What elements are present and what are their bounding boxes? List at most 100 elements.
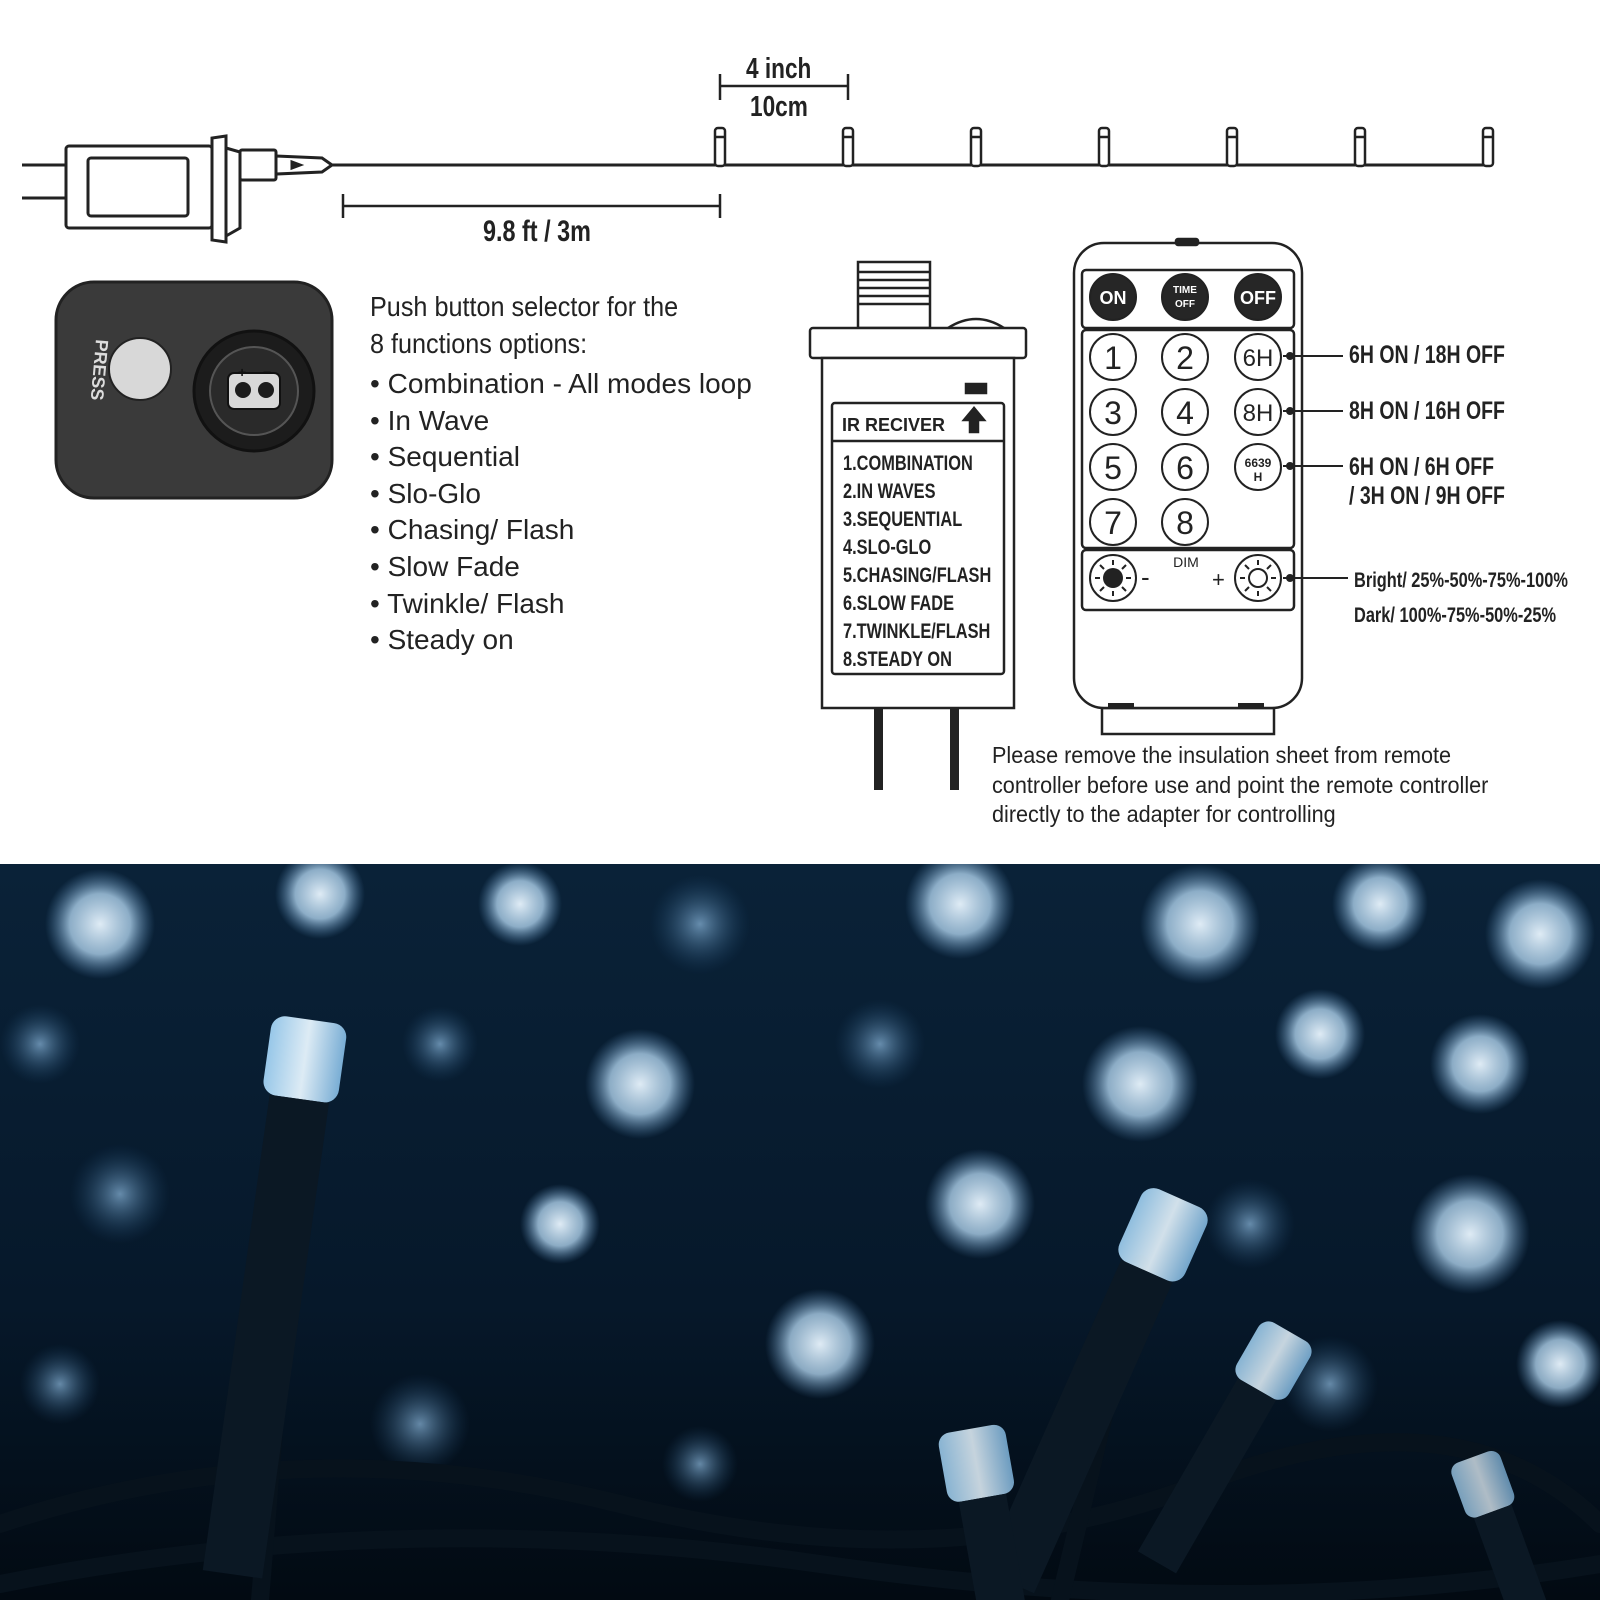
receiver-mode: 7.TWINKLE/FLASH (843, 619, 990, 642)
svg-text:H: H (1254, 470, 1263, 484)
dim-label: DIM (1173, 554, 1199, 570)
time-off-button[interactable]: TIME OFF (1161, 273, 1209, 321)
led-bulb (202, 1016, 347, 1579)
svg-text:3: 3 (1104, 395, 1122, 431)
svg-text:8: 8 (1176, 505, 1194, 541)
bulb (1225, 126, 1239, 168)
receiver-mode: 5.CHASING/FLASH (843, 563, 991, 586)
svg-text:TIME: TIME (1173, 285, 1197, 296)
spacing-cm-label: 10cm (750, 89, 808, 122)
mode-button-1[interactable]: 1 (1089, 333, 1137, 381)
bulb (841, 126, 855, 168)
callout-8h: 8H ON / 16H OFF (1349, 397, 1505, 425)
plug-prongs (22, 163, 66, 200)
svg-text:5: 5 (1104, 450, 1122, 486)
battery-icon (227, 372, 281, 410)
svg-text:7: 7 (1104, 505, 1122, 541)
mode-button-3[interactable]: 3 (1089, 388, 1137, 436)
function-option: Slow Fade (370, 549, 752, 586)
lights-photo (0, 864, 1600, 1600)
lead-length-dimension (341, 194, 722, 218)
bulb (1097, 126, 1111, 168)
function-options-list: Combination - All modes loop In Wave Seq… (370, 366, 752, 659)
selector-intro-line1: Push button selector for the (370, 291, 679, 322)
off-button[interactable]: OFF (1234, 273, 1282, 321)
svg-text:+: + (238, 364, 246, 380)
svg-text:ON: ON (1100, 288, 1127, 308)
mode-button-7[interactable]: 7 (1089, 498, 1137, 546)
push-button-panel: + − PRESS (54, 280, 334, 500)
receiver-mode: 1.COMBINATION (843, 451, 973, 474)
mode-button-5[interactable]: 5 (1089, 443, 1137, 491)
wiring-diagram: 4 inch 10cm 9.8 ft / 3m + − PRESS (0, 0, 1600, 864)
receiver-mode: 4.SLO-GLO (843, 535, 931, 558)
receiver-mode: 2.IN WAVES (843, 479, 936, 502)
callout-cycle-line1: 6H ON / 6H OFF (1349, 453, 1494, 481)
spacing-dimension (718, 74, 850, 100)
number-buttons: 1 2 3 4 5 6 7 8 (1089, 333, 1209, 546)
mode-button-2[interactable]: 2 (1161, 333, 1209, 381)
svg-text:1: 1 (1104, 340, 1122, 376)
insulation-note: Please remove the insulation sheet from … (992, 742, 1489, 827)
led-bulb (938, 1424, 1027, 1600)
bulbs (713, 126, 1495, 168)
function-option: Combination - All modes loop (370, 366, 752, 403)
svg-text:OFF: OFF (1240, 288, 1276, 308)
bokeh-lights (0, 864, 1600, 1502)
bulb (969, 126, 983, 168)
press-button[interactable] (108, 337, 172, 401)
timer-cycle-button[interactable]: 6639 H (1234, 443, 1282, 491)
function-option: In Wave (370, 403, 752, 440)
callout-6h: 6H ON / 18H OFF (1349, 341, 1505, 369)
mode-button-4[interactable]: 4 (1161, 388, 1209, 436)
timer-buttons: 6H 8H 6639 H (1234, 333, 1282, 491)
callout-dark: Dark/ 100%-75%-50%-25% (1354, 603, 1556, 626)
diagram-drawing: 4 inch 10cm 9.8 ft / 3m + − PRESS (22, 51, 1568, 790)
mode-button-8[interactable]: 8 (1161, 498, 1209, 546)
bulb (713, 126, 727, 168)
function-option: Sequential (370, 439, 752, 476)
function-option: Chasing/ Flash (370, 512, 752, 549)
receiver-title: IR RECIVER (842, 415, 945, 435)
mode-button-6[interactable]: 6 (1161, 443, 1209, 491)
timer-8h-button[interactable]: 8H (1234, 388, 1282, 436)
receiver-mode-list: 1.COMBINATION 2.IN WAVES 3.SEQUENTIAL 4.… (843, 451, 991, 670)
adapter-plug (64, 134, 335, 244)
sun-bright-icon (1248, 568, 1268, 588)
dim-minus: - (1141, 562, 1150, 592)
callout-bright: Bright/ 25%-50%-75%-100% (1354, 568, 1568, 591)
svg-text:8H: 8H (1243, 400, 1274, 427)
led-bulb (982, 1188, 1208, 1594)
receiver-mode: 8.STEADY ON (843, 647, 952, 670)
selector-intro-line2: 8 functions options: (370, 328, 588, 359)
bulb (1353, 126, 1367, 168)
svg-text:2: 2 (1176, 340, 1194, 376)
svg-text:6639: 6639 (1245, 456, 1272, 470)
function-option: Twinkle/ Flash (370, 586, 752, 623)
callout-lines (1283, 352, 1348, 582)
bulb (1481, 126, 1495, 168)
lights-photo-art (0, 864, 1600, 1600)
timer-6h-button[interactable]: 6H (1234, 333, 1282, 381)
svg-text:−: − (263, 364, 271, 380)
svg-text:6: 6 (1176, 450, 1194, 486)
dim-up-button[interactable] (1234, 554, 1282, 602)
svg-text:OFF: OFF (1175, 299, 1195, 310)
led-bulb (1137, 1321, 1312, 1574)
dim-down-button[interactable] (1089, 554, 1137, 602)
function-option: Slo-Glo (370, 476, 752, 513)
on-button[interactable]: ON (1089, 273, 1137, 321)
lead-length-label: 9.8 ft / 3m (483, 214, 591, 247)
svg-text:6H: 6H (1243, 345, 1274, 372)
ir-receiver-adapter (808, 260, 1028, 790)
svg-text:4: 4 (1176, 395, 1194, 431)
callout-cycle-line2: / 3H ON / 9H OFF (1349, 482, 1505, 510)
receiver-label-panel (830, 401, 1006, 676)
dim-plus: + (1212, 567, 1225, 592)
sun-dark-icon (1103, 568, 1123, 588)
receiver-mode: 3.SEQUENTIAL (843, 507, 962, 530)
selector-intro: Push button selector for the 8 functions… (370, 288, 678, 362)
receiver-mode: 6.SLOW FADE (843, 591, 954, 614)
function-option: Steady on (370, 622, 752, 659)
